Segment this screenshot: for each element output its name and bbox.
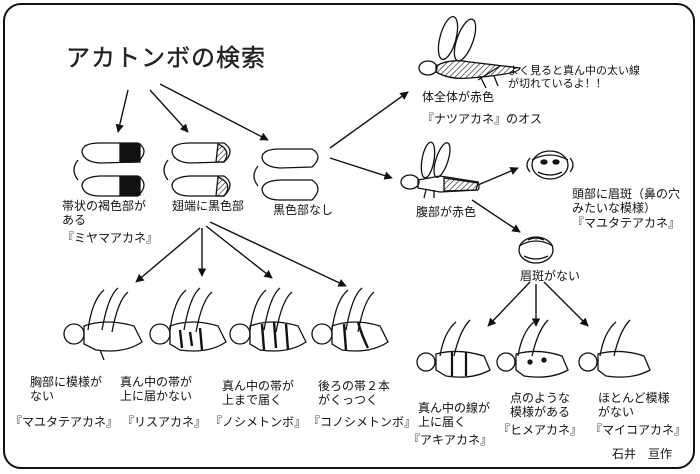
wing-brown-band-label: 帯状の褐色部が ある — [62, 199, 147, 227]
species-risu-akane: 『リスアカネ』 — [122, 415, 207, 429]
species-mayutate-akane-2: 『マユタテアカネ』 — [10, 415, 119, 429]
arrow-to-nb1 — [487, 281, 531, 327]
arrow-to-nb3 — [543, 281, 589, 327]
rounded-border — [3, 3, 695, 469]
thorax-label-4: 後ろの帯２本 がくっつく — [318, 379, 391, 407]
species-aki-akane: 『アキアカネ』 — [408, 433, 493, 447]
head-brow-spot-drawing — [526, 150, 574, 180]
nobrow-label-1: 真ん中の線が 上に届く — [418, 401, 491, 429]
whole-red-label: 体全体が赤色 — [422, 90, 495, 104]
wing-brown-band-drawing — [73, 142, 145, 197]
species-miyama-akane: 『ミヤマアカネ』 — [62, 231, 159, 245]
species-konoshime-tonbo: 『コノシメトンボ』 — [308, 415, 417, 429]
dragonfly-whole-red-drawing — [418, 15, 521, 89]
arrow-to-sp4 — [209, 221, 347, 287]
arrow-to-brow — [477, 167, 519, 186]
arrow-title-to-wing2 — [149, 89, 189, 133]
thorax-drawing-2 — [149, 287, 227, 352]
thorax-label-3: 真ん中の帯が 上まで届く — [222, 379, 295, 407]
thorax-drawing-4 — [311, 287, 389, 352]
thorax-label-1: 胸部に模様が ない — [30, 375, 103, 403]
nobrow-drawing-3 — [578, 319, 651, 378]
species-noshime-tonbo: 『ノシメトンボ』 — [210, 415, 307, 429]
nobrow-label-2: 点のような 模様がある — [510, 391, 571, 419]
thorax-drawing-3 — [229, 287, 307, 352]
nobrow-label-3: ほとんど模様 がない — [598, 391, 670, 419]
species-natsu-akane: 『ナツアカネ』のオス — [422, 112, 543, 126]
arrow-to-sp3 — [205, 225, 273, 279]
nobrow-drawing-1 — [416, 319, 491, 378]
arrow-to-abdomen-red — [329, 157, 393, 180]
wing-plain-drawing — [253, 148, 319, 201]
arrow-title-to-wing3 — [159, 83, 269, 141]
wing-black-tip-drawing — [163, 142, 231, 197]
author-credit: 石井 亘作 — [612, 447, 673, 461]
whole-red-note: よく見ると真ん中の太い線 が切れているよ！！ — [508, 64, 640, 90]
species-maiko-akane: 『マイコアカネ』 — [590, 423, 687, 437]
head-no-brow-drawing — [518, 236, 554, 264]
species-hime-akane: 『ヒメアカネ』 — [498, 423, 583, 437]
thorax-drawing-1 — [63, 287, 143, 361]
dragonfly-abdomen-red-drawing — [400, 141, 480, 199]
thorax-label-2: 真ん中の帯が 上に届かない — [120, 375, 193, 403]
arrow-to-nobrow — [471, 199, 521, 233]
abdomen-red-label: 腹部が赤色 — [416, 205, 477, 219]
brow-spot-label: 頭部に眉斑（鼻の穴 みたいな模様） — [572, 187, 681, 215]
diagram-title: アカトンボの検索 — [66, 44, 266, 72]
no-brow-label: 眉斑がない — [520, 269, 581, 283]
arrow-to-whole-red — [329, 91, 409, 149]
arrow-to-sp1 — [135, 227, 201, 283]
wing-black-tip-label: 翅端に黒色部 — [172, 199, 245, 213]
arrow-title-to-wing1 — [115, 89, 129, 133]
species-mayutate-akane-1: 『マユタテアカネ』 — [572, 216, 681, 230]
wing-no-black-label: 黒色部なし — [273, 203, 334, 217]
nobrow-drawing-2 — [496, 319, 569, 378]
